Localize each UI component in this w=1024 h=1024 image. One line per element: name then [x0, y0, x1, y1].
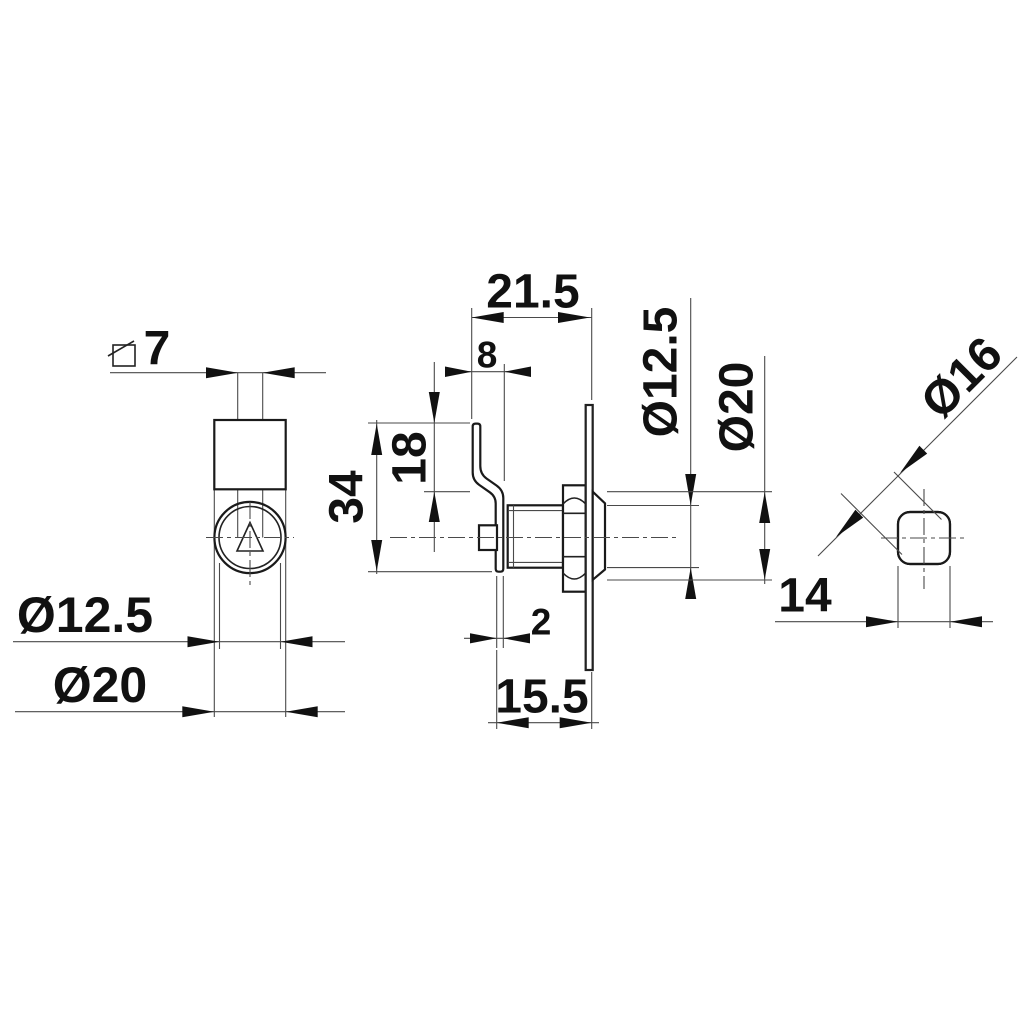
- cam-lever: [471, 422, 505, 573]
- dim-label-21-5: 21.5: [486, 266, 579, 319]
- spindle-section-outline: [881, 489, 966, 589]
- dim-label-square-7: 7: [144, 323, 171, 376]
- dimension-arrow: [685, 567, 697, 599]
- dim-8: 8: [445, 335, 531, 481]
- dim-side-dia-12-5: Ø12.5: [607, 298, 699, 599]
- lock-front-outline: [206, 418, 294, 717]
- dim-front-dia-20: Ø20: [15, 657, 345, 718]
- dim-label-8: 8: [477, 335, 498, 376]
- section-view: Ø16 14: [775, 327, 1018, 628]
- dimension-arrow: [496, 717, 529, 729]
- dimension-arrow: [285, 706, 318, 718]
- dim-label-front-dia-12-5: Ø12.5: [17, 587, 153, 643]
- dim-21-5: 21.5: [471, 266, 593, 419]
- dim-side-dia-20: Ø20: [607, 356, 772, 584]
- square-section-symbol: [112, 344, 136, 367]
- dimension-arrow: [559, 717, 592, 729]
- keyway-triangle: [235, 520, 265, 552]
- dim-label-14: 14: [778, 570, 832, 623]
- dimension-arrow: [759, 549, 771, 580]
- dim-square-7: 7: [107, 323, 326, 538]
- dimension-arrow: [428, 491, 440, 522]
- dimension-arrow: [445, 366, 472, 377]
- dimension-arrow: [187, 636, 220, 648]
- dimension-arrow: [950, 616, 982, 628]
- dim-label-side-dia-12-5: Ø12.5: [635, 307, 688, 438]
- side-view: 21.5 8 18 34: [321, 266, 772, 729]
- dim-label-side-dia-20: Ø20: [711, 362, 764, 453]
- dimension-arrow: [262, 367, 295, 379]
- dimension-arrow: [503, 633, 530, 644]
- dimension-arrow: [759, 492, 771, 523]
- dimension-arrow: [836, 509, 864, 537]
- dimension-arrow: [558, 312, 590, 323]
- front-bezel: [591, 489, 607, 583]
- dim-front-dia-12-5: Ø12.5: [13, 563, 345, 649]
- dim-18: 18: [368, 362, 470, 552]
- dim-label-18: 18: [384, 431, 437, 484]
- dimension-arrow: [900, 445, 928, 473]
- dimension-arrow: [371, 423, 383, 455]
- dimension-arrow: [470, 633, 497, 644]
- dimension-arrow: [504, 366, 531, 377]
- threaded-body: [506, 504, 565, 569]
- lock-side-outline: [390, 403, 678, 672]
- dim-label-34: 34: [321, 470, 374, 524]
- dimension-arrow: [866, 616, 898, 628]
- dim-2: 2: [464, 576, 551, 648]
- dimension-arrow: [428, 392, 440, 423]
- dimension-arrow: [685, 474, 697, 506]
- dimension-arrow: [182, 706, 215, 718]
- dim-34: 34: [321, 420, 492, 574]
- lock-body-front: [213, 418, 287, 491]
- dim-label-15-5: 15.5: [495, 671, 588, 724]
- front-view: 7 Ø12.5 Ø20: [13, 323, 345, 718]
- dimension-arrow: [471, 312, 504, 323]
- dim-label-2: 2: [531, 602, 552, 643]
- dimension-arrow: [280, 636, 313, 648]
- dim-label-front-dia-20: Ø20: [53, 657, 148, 713]
- dimension-arrow: [206, 367, 238, 379]
- dim-14: 14: [775, 566, 993, 628]
- dimension-arrow: [371, 540, 383, 572]
- dim-15-5: 15.5: [488, 650, 599, 729]
- dim-label-dia-16: Ø16: [911, 327, 1013, 429]
